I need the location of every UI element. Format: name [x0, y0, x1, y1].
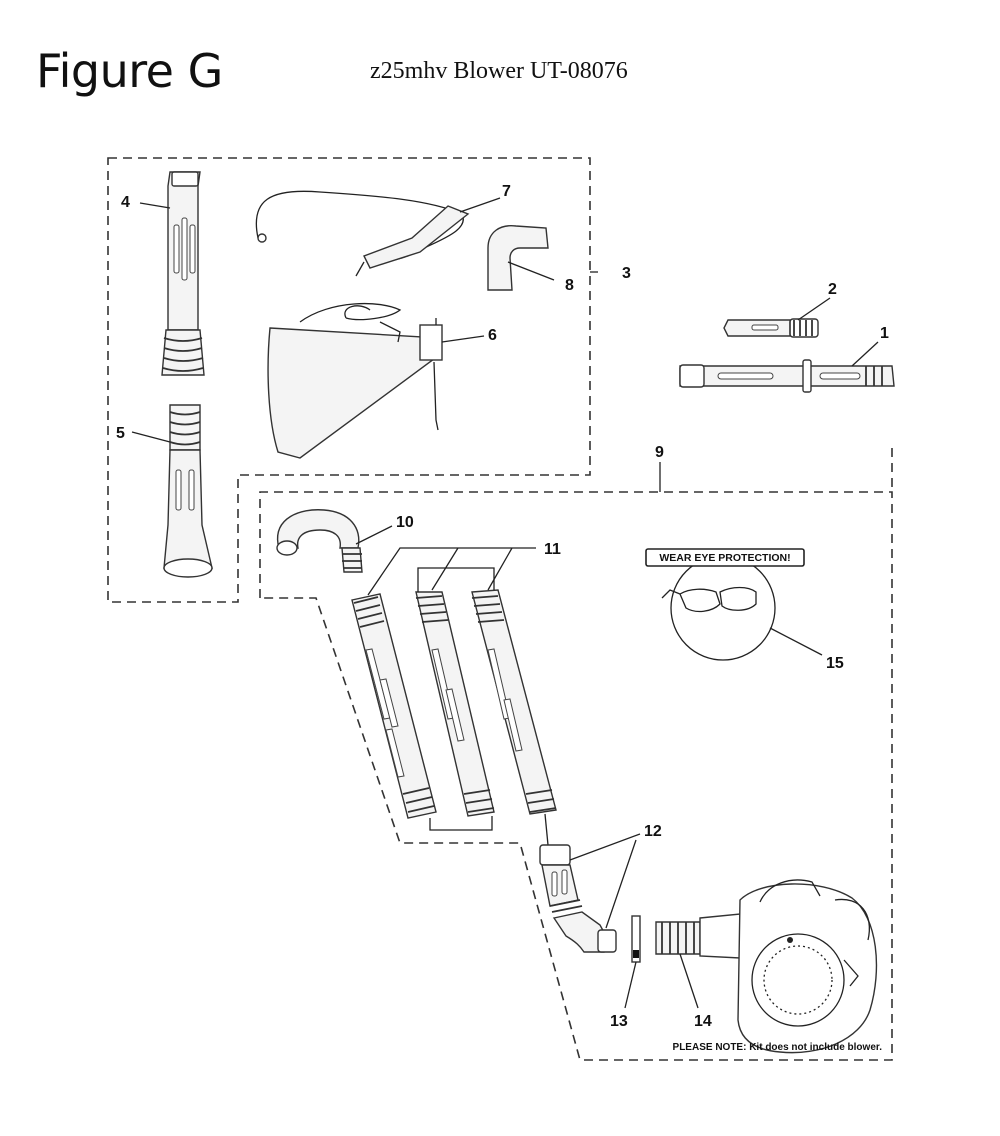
part-12-lower-elbow [552, 911, 617, 953]
warning-label: WEAR EYE PROTECTION! [659, 552, 790, 564]
blower-illustration [699, 879, 878, 1054]
part-7-shoulder-strap [255, 190, 470, 277]
part-12-coupler [539, 844, 583, 913]
callout-12: 12 [644, 823, 662, 840]
tube-to-coupler-line [544, 813, 549, 846]
tube-bottom-bracket [429, 816, 493, 831]
group-9-boundary [259, 491, 893, 1061]
callout-15: 15 [826, 655, 844, 672]
callout-13: 13 [610, 1013, 628, 1030]
part-2-small-tube [723, 318, 819, 338]
group-3-boundary [107, 157, 591, 603]
part-6-collection-bag [267, 302, 443, 459]
part-13-clamp [631, 915, 641, 963]
part-1-long-tube [679, 359, 895, 393]
callout-8: 8 [565, 277, 574, 294]
callout-6: 6 [488, 327, 497, 344]
callout-2: 2 [828, 281, 837, 298]
part-11-extension-tube-a [351, 593, 437, 819]
callout-5: 5 [116, 425, 125, 442]
callout-1: 1 [880, 325, 889, 342]
callout-7: 7 [502, 183, 511, 200]
figure-title: Figure G [36, 44, 223, 98]
callout-4: 4 [121, 194, 130, 211]
callout-10: 10 [396, 514, 414, 531]
callout-14: 14 [694, 1013, 712, 1030]
part-15-safety-glasses [645, 548, 805, 661]
part-8-elbow [487, 225, 549, 291]
callout-9: 9 [655, 444, 664, 461]
kit-note: PLEASE NOTE: Kit does not include blower… [673, 1042, 883, 1053]
model-title: z25mhv Blower UT-08076 [370, 58, 628, 84]
part-14-adapter [655, 921, 701, 955]
part-10-top-elbow [276, 509, 363, 573]
tube-top-bracket [417, 567, 495, 592]
part-4-upper-tube [161, 171, 205, 376]
callout-11: 11 [544, 541, 561, 558]
callout-3: 3 [622, 265, 631, 282]
part-11-extension-tube-b [415, 591, 495, 817]
part-5-lower-tube [163, 404, 213, 578]
part-11-extension-tube-c [471, 589, 557, 815]
